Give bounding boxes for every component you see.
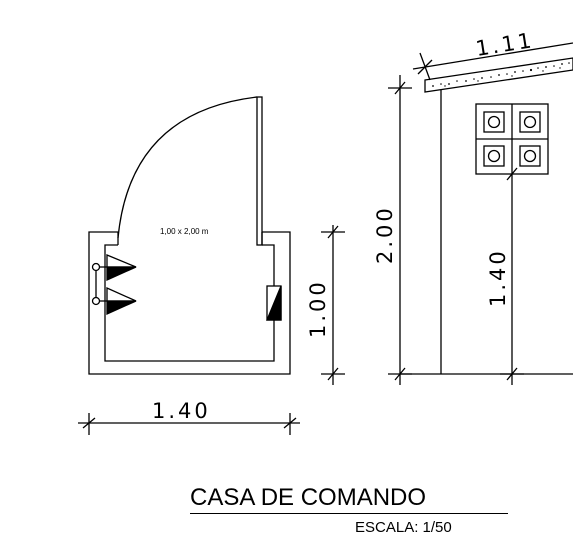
door-label: 1,00 x 2,00 m: [160, 227, 209, 236]
drawing-title: CASA DE COMANDO: [190, 484, 427, 511]
depth-dim-label: 1.00: [306, 279, 330, 338]
depth-dimension: 1.00: [306, 225, 345, 385]
breaker-node-top: [91, 262, 101, 272]
meter-box: [475, 103, 549, 175]
wall-panel-symbol: [266, 285, 282, 321]
meter-height-dimension: 1.40: [486, 167, 524, 385]
height-dim-label: 2.00: [373, 205, 397, 264]
drawing-scale: ESCALA: 1/50: [355, 519, 452, 536]
title-underline: [190, 513, 508, 514]
breaker-symbol-top: [106, 254, 137, 282]
roof-hatch: [432, 62, 570, 87]
width-dimension: 1.40: [78, 399, 300, 435]
roof-dim-label: 1.11: [474, 28, 536, 61]
door-swing-arc: [117, 96, 258, 239]
width-dim-label: 1.40: [152, 399, 211, 423]
door-leaf: [256, 96, 263, 246]
height-dimension: 2.00: [373, 75, 412, 385]
meter-height-dim-label: 1.40: [486, 248, 510, 307]
elevation: 1.11 2.00: [373, 28, 573, 385]
breaker-symbol-bottom: [106, 286, 137, 316]
plan-outer-wall: [88, 231, 291, 375]
breaker-node-bottom: [91, 296, 101, 306]
plan-inner-wall: [104, 244, 275, 362]
floor-plan: 1,00 x 2,00 m 1.40: [78, 96, 345, 435]
